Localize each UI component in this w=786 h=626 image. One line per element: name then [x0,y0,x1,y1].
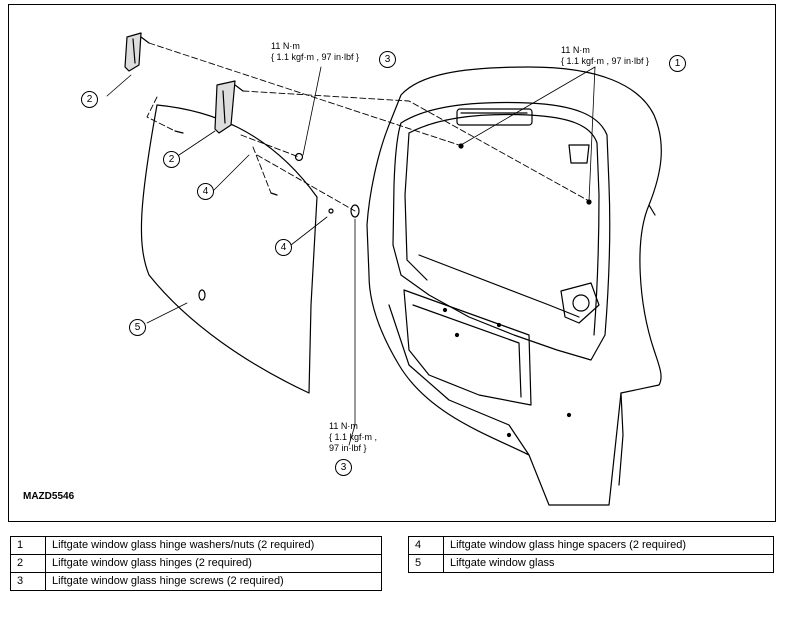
hinge-right [214,80,244,134]
callout-4-top: 4 [197,183,214,200]
torque-conversion: { 1.1 kgf·m , 97 in·lbf } [271,52,360,62]
spacer-marker [328,208,334,214]
legend-row: 5 Liftgate window glass [408,554,774,573]
legend-text: Liftgate window glass hinge screws (2 re… [45,572,382,591]
torque-value: 11 N·m [329,421,358,431]
torque-conversion-cont: 97 in·lbf } [329,443,367,453]
legend-row: 2 Liftgate window glass hinges (2 requir… [10,554,382,573]
legend-number: 3 [10,572,46,591]
torque-value: 11 N·m [561,45,590,55]
callout-4-bottom: 4 [275,239,292,256]
legend-row: 3 Liftgate window glass hinge screws (2 … [10,572,382,591]
legend-table-right: 4 Liftgate window glass hinge spacers (2… [408,536,774,573]
torque-spec-top-left: 11 N·m { 1.1 kgf·m , 97 in·lbf } [271,41,359,63]
torque-conversion: { 1.1 kgf·m , [329,432,378,442]
legend-number: 2 [10,554,46,573]
callout-2-right: 2 [163,151,180,168]
legend-table-left: 1 Liftgate window glass hinge washers/nu… [10,536,382,591]
hinge-left [124,32,150,72]
liftgate-window-glass [140,104,318,394]
leader-lines [106,66,596,446]
washer-top [294,152,304,162]
legend-text: Liftgate window glass hinge washers/nuts… [45,536,382,555]
callout-3-bottom: 3 [335,459,352,476]
callout-2-left: 2 [81,91,98,108]
legend-number: 1 [10,536,46,555]
liftgate-body [366,66,662,506]
torque-spec-bottom: 11 N·m { 1.1 kgf·m , 97 in·lbf } [329,421,377,454]
legend-number: 5 [408,554,444,573]
legend-row: 1 Liftgate window glass hinge washers/nu… [10,536,382,555]
figure-id: MAZD5546 [23,491,75,502]
callout-1: 1 [669,55,686,72]
legend-text: Liftgate window glass [443,554,774,573]
assembly-lines [146,42,590,212]
torque-conversion: { 1.1 kgf·m , 97 in·lbf } [561,56,650,66]
washer-side [350,204,360,218]
diagram-frame: 11 N·m { 1.1 kgf·m , 97 in·lbf } 3 11 N·… [8,4,776,522]
liftgate-illustration [106,32,662,506]
torque-spec-top-right: 11 N·m { 1.1 kgf·m , 97 in·lbf } [561,45,649,67]
legend-text: Liftgate window glass hinge spacers (2 r… [443,536,774,555]
legend-row: 4 Liftgate window glass hinge spacers (2… [408,536,774,555]
callout-5: 5 [129,319,146,336]
legend-number: 4 [408,536,444,555]
callout-3-top: 3 [379,51,396,68]
torque-value: 11 N·m [271,41,300,51]
legend-text: Liftgate window glass hinges (2 required… [45,554,382,573]
